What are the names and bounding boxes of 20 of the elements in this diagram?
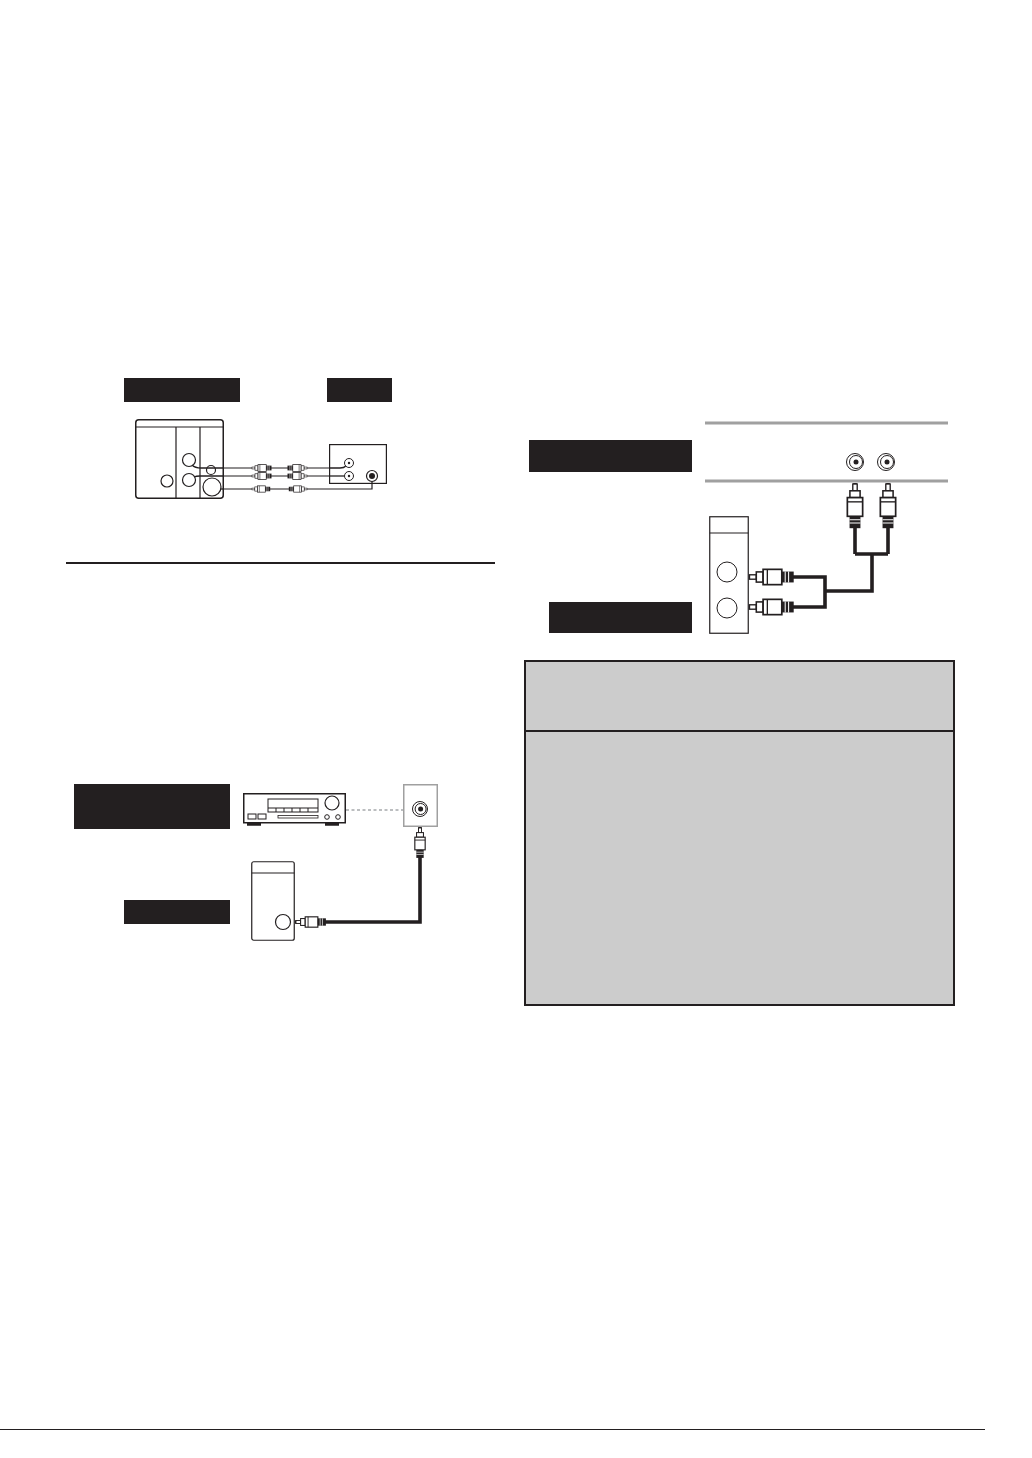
cable <box>747 481 897 616</box>
cable <box>295 827 426 928</box>
label-bar <box>124 378 240 402</box>
label-bar <box>549 602 692 633</box>
label-bar <box>124 900 230 924</box>
cable <box>223 464 330 472</box>
jack-closeup-drawing <box>403 784 438 827</box>
jack-panel-drawing <box>705 421 948 483</box>
label-bar <box>74 784 230 829</box>
cable <box>223 483 373 493</box>
receiver-drawing <box>243 793 346 827</box>
jack-panel-drawing <box>329 444 387 484</box>
note-panel <box>524 660 955 1006</box>
dotted-line <box>345 809 404 811</box>
speaker-cabinet-drawing <box>709 516 749 634</box>
label-bar <box>327 378 392 402</box>
speaker-cabinet-drawing <box>251 861 295 941</box>
rear-panel-drawing <box>135 419 224 499</box>
cable <box>223 472 330 480</box>
label-bar <box>529 440 692 472</box>
